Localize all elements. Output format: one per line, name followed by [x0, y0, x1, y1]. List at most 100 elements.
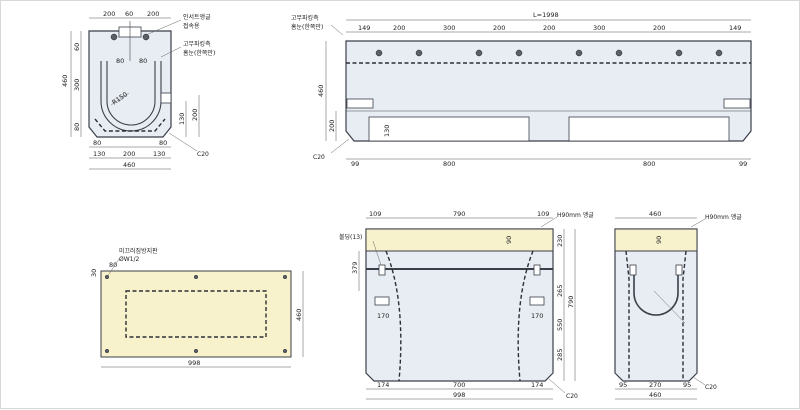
plan-hole-3 [282, 274, 288, 280]
dim-right-130: 130 [178, 113, 186, 125]
label-end-angle: H90mm 앵글 [705, 214, 742, 221]
dim-side-height: 460 [317, 85, 325, 97]
anchor-bolt-left [110, 33, 118, 41]
dim-plan-length: 998 [188, 359, 200, 367]
label-front-angle: H90mm 앵글 [557, 212, 594, 219]
front-clip-right [533, 264, 541, 276]
plan-view: 미끄러짐방지판 ØW1/2 30 80 460 998 [90, 247, 304, 368]
dim-top-a: 200 [103, 10, 115, 18]
dim-front-r790: 790 [567, 296, 575, 308]
leader-front-hole [372, 240, 382, 266]
end-clip-left [629, 264, 637, 276]
leader-side-seal [330, 24, 344, 36]
dim-seg-7: 149 [729, 24, 741, 32]
plan-opening-dashed [125, 290, 267, 338]
dim-seg-3: 200 [493, 24, 505, 32]
leader-chamfer [168, 132, 198, 152]
dim-end-460-bottom: 460 [649, 391, 661, 399]
end-dashed-left [625, 250, 630, 381]
front-body [365, 228, 554, 382]
leader-end-angle [690, 218, 706, 228]
dim-width-total: 460 [123, 161, 135, 169]
dim-plan-80: 80 [109, 261, 117, 269]
dim-bot-800a: 800 [443, 160, 455, 168]
front-clip-left [378, 264, 386, 276]
bottom-dashed-line [94, 118, 166, 132]
dim-seg-5: 300 [593, 24, 605, 32]
front-notch-left [374, 296, 390, 306]
dim-seg-2: 300 [443, 24, 455, 32]
dim-seg-1: 200 [393, 24, 405, 32]
side-notch-right [723, 98, 751, 109]
label-side-chamfer: C20 [313, 154, 325, 161]
dim-bot-200: 200 [123, 150, 135, 158]
end-clip-right [675, 264, 683, 276]
label-hole-size: ØW1/2 [119, 256, 139, 263]
label-side-seal: 고무파킹측 [291, 14, 319, 22]
label-rubber-seal: 고무파킹측 [183, 40, 211, 48]
dim-h-low: 80 [73, 123, 81, 131]
dim-plan-30: 30 [90, 269, 98, 277]
cross-section-view: 200 60 200 460 60 300 80 80 80 R150 130 … [61, 10, 215, 170]
side-slot-left [368, 116, 530, 142]
dim-front-998: 998 [453, 391, 465, 399]
end-channel [633, 267, 679, 316]
dim-front-700: 700 [453, 381, 465, 389]
dim-end-460-top: 460 [649, 210, 661, 218]
dim-end-90: 90 [655, 236, 663, 244]
front-notch-right [529, 296, 545, 306]
plan-hole-2 [193, 274, 199, 280]
leader-plan-hole [106, 258, 120, 278]
dim-r80a: 80 [116, 57, 124, 65]
label-rubber-seal-note: 홈눈(한쪽만) [183, 49, 215, 57]
side-notch-left [346, 98, 374, 109]
dim-seg-4: 200 [543, 24, 555, 32]
dim-seg-6: 200 [653, 24, 665, 32]
hook-1 [375, 49, 383, 57]
label-joint: 접속용 [183, 22, 200, 30]
end-radius-leader [653, 290, 686, 324]
dim-front-109b: 109 [537, 210, 549, 218]
dim-length-total: L=1998 [533, 11, 559, 19]
leader-side-chamfer [330, 138, 350, 154]
leader-insert-anchor [145, 19, 182, 36]
dim-front-170a: 170 [377, 312, 389, 320]
dim-front-109a: 109 [369, 210, 381, 218]
leader-front-angle [540, 216, 558, 228]
dim-height-total: 460 [61, 75, 69, 87]
label-front-hole: 볼딩(13) [339, 233, 362, 241]
dim-r80b: 80 [139, 57, 147, 65]
channel-inner-offset [106, 61, 156, 126]
hook-7 [675, 49, 683, 57]
leader-rubber-seal [160, 46, 182, 58]
dim-bot-99a: 99 [351, 160, 359, 168]
dim-front-379: 379 [351, 262, 359, 274]
dim-front-174b: 174 [531, 381, 543, 389]
seal-notch [160, 92, 172, 104]
hook-2 [415, 49, 423, 57]
leader-end-chamfer [692, 376, 706, 386]
dim-front-90: 90 [505, 236, 513, 244]
dim-top-b: 60 [125, 10, 133, 18]
end-dashed-right [682, 250, 687, 381]
anchor-bolt-right [142, 33, 150, 41]
dim-front-r265: 265 [556, 285, 564, 297]
dim-side-lower: 200 [328, 120, 336, 132]
dim-front-170b: 170 [531, 312, 543, 320]
dim-seg-0: 149 [358, 24, 370, 32]
front-cover [365, 228, 554, 252]
side-elevation-view: L=1998 149 200 300 200 200 300 200 149 4… [291, 11, 752, 168]
lifting-hooks [375, 49, 723, 57]
front-dashed-left [385, 250, 402, 382]
end-view: 460 90 95 270 95 460 H90mm 앵글 C20 [614, 210, 742, 400]
end-cover [614, 228, 698, 252]
hook-8 [715, 49, 723, 57]
dim-bot-800b: 800 [643, 160, 655, 168]
dim-plan-width: 460 [295, 309, 303, 321]
plan-hole-6 [282, 348, 288, 354]
leader-front-chamfer [548, 378, 566, 394]
dim-front-174a: 174 [377, 381, 389, 389]
dim-bot-130b: 130 [153, 150, 165, 158]
dim-side-slot: 130 [383, 125, 391, 137]
